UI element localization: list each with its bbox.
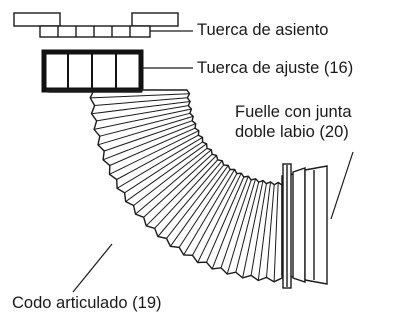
elbow-ridge xyxy=(116,136,203,189)
elbow-ridge xyxy=(206,176,245,263)
elbow-ridge xyxy=(90,93,190,99)
elbow-ridge xyxy=(109,127,196,166)
elbow-ridge xyxy=(145,155,217,227)
elbow-ridge xyxy=(91,101,191,115)
elbow-ridge xyxy=(96,105,189,122)
elbow-ridge xyxy=(166,164,224,239)
adjust-nut-label: Tuerca de ajuste (16) xyxy=(197,59,354,77)
elbow-ridge xyxy=(250,183,267,276)
elbow-ridge xyxy=(133,148,208,206)
leader-elbow xyxy=(72,243,113,293)
elbow-ridge xyxy=(93,108,192,130)
elbow-ridge xyxy=(235,181,260,273)
elbow-ridge xyxy=(97,115,194,146)
elbow-ridge xyxy=(220,179,252,268)
seat-nut-label: Tuerca de asiento xyxy=(197,21,329,39)
elbow-ridge xyxy=(99,112,191,137)
bellows-label: Fuelle con junta doble labio (20) xyxy=(235,102,352,142)
elbow-ridge xyxy=(273,182,279,282)
elbow-ridge xyxy=(102,123,196,161)
leader-bellows xyxy=(330,151,354,220)
elbow-ridge xyxy=(192,173,238,256)
elbow-ridge xyxy=(94,97,188,106)
elbow-ridge xyxy=(169,165,229,247)
leader-lines xyxy=(72,30,354,293)
elbow-ridge xyxy=(104,120,193,152)
elbow-ridge xyxy=(266,184,275,278)
double-lip-bellows xyxy=(281,163,328,289)
elbow-ridge xyxy=(154,159,219,229)
elbow-ridge xyxy=(116,134,199,180)
bellows-label-line2: doble labio (20) xyxy=(235,123,349,141)
elbow-ridge xyxy=(197,172,242,263)
adjusting-nut xyxy=(41,49,144,93)
elbow-ridge xyxy=(124,141,203,194)
elbow-ridge xyxy=(242,180,264,279)
bellows-label-line1: Fuelle con junta xyxy=(235,103,352,121)
elbow-ridge xyxy=(183,169,236,256)
elbow-ridge xyxy=(125,143,207,203)
elbow-ridge xyxy=(178,169,231,248)
elbow-ridge xyxy=(143,153,213,218)
elbow-ridge xyxy=(109,130,200,175)
elbow-ridge xyxy=(157,160,223,237)
elbow-ridge xyxy=(257,181,271,281)
elbow-label: Codo articulado (19) xyxy=(12,294,162,312)
elbow-ridge xyxy=(211,176,249,270)
elbow-ridge xyxy=(135,149,212,215)
seat-nut xyxy=(13,12,179,38)
elbow-ridge xyxy=(226,178,257,275)
